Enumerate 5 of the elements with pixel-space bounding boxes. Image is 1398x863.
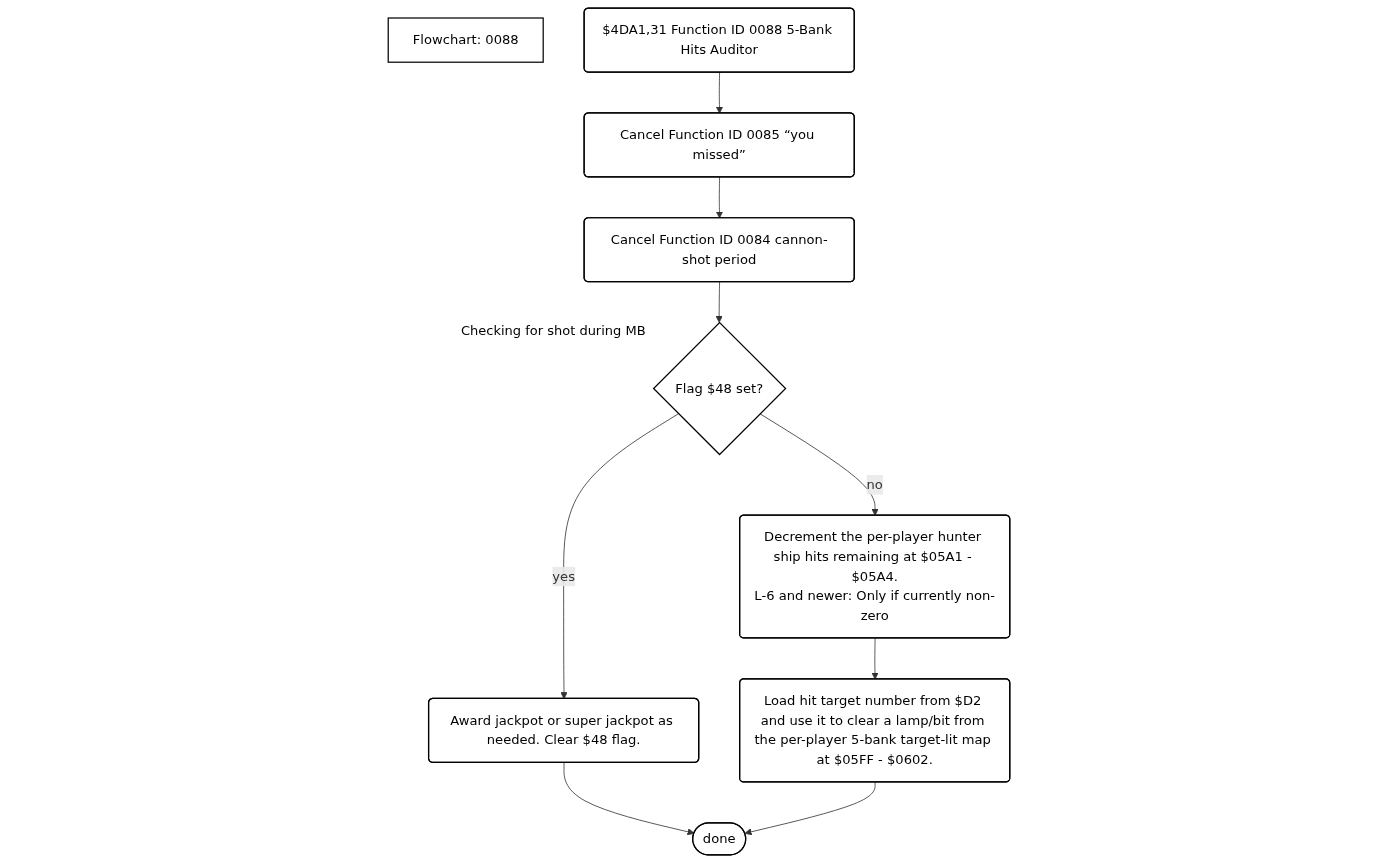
node-box: Flowchart: 0088 bbox=[387, 17, 544, 63]
edge-label: no bbox=[866, 476, 883, 493]
node-diamond: Flag $48 set? bbox=[652, 321, 787, 456]
annotation-text: Checking for shot during MB bbox=[460, 322, 646, 338]
edge-label: yes bbox=[552, 568, 575, 584]
